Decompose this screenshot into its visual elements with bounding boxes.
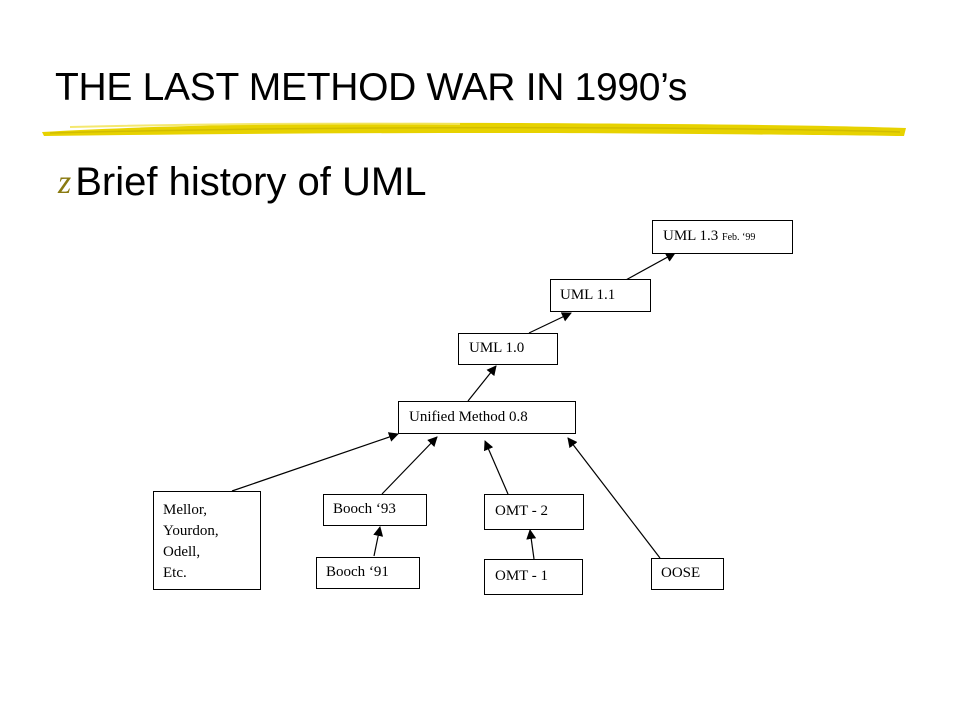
arrow-omt2-to-unified	[483, 440, 509, 495]
node-mellor-yourdon: Mellor, Yourdon, Odell, Etc.	[153, 491, 261, 590]
bullet-text: Brief history of UML	[75, 160, 427, 204]
node-oose: OOSE	[651, 558, 724, 590]
node-unified-method: Unified Method 0.8	[398, 401, 576, 434]
arrow-mellor-to-unified	[231, 432, 399, 492]
node-booch-91: Booch ‘91	[316, 557, 420, 589]
arrow-uml11-to-uml13	[623, 252, 676, 282]
node-uml-1-3: UML 1.3 Feb. ‘99	[652, 220, 793, 254]
node-uml-1-3-date: Feb. ‘99	[722, 232, 756, 243]
arrow-uml10-to-uml11	[528, 312, 572, 334]
title-underline	[42, 122, 906, 136]
arrow-booch93-to-unified	[381, 436, 438, 495]
node-omt-2: OMT - 2	[484, 494, 584, 530]
node-omt-1: OMT - 1	[484, 559, 583, 595]
node-uml-1-1: UML 1.1	[550, 279, 651, 312]
bullet-marker: z	[58, 164, 72, 201]
arrow-omt1-to-omt2	[526, 529, 537, 560]
arrow-booch91-to-booch93	[373, 526, 384, 557]
node-uml-1-0: UML 1.0	[458, 333, 558, 365]
arrow-oose-to-unified	[567, 437, 661, 559]
slide-title: THE LAST METHOD WAR IN 1990’s	[55, 66, 688, 109]
node-booch-93: Booch ‘93	[323, 494, 427, 526]
arrow-unified-to-uml10	[467, 365, 497, 402]
